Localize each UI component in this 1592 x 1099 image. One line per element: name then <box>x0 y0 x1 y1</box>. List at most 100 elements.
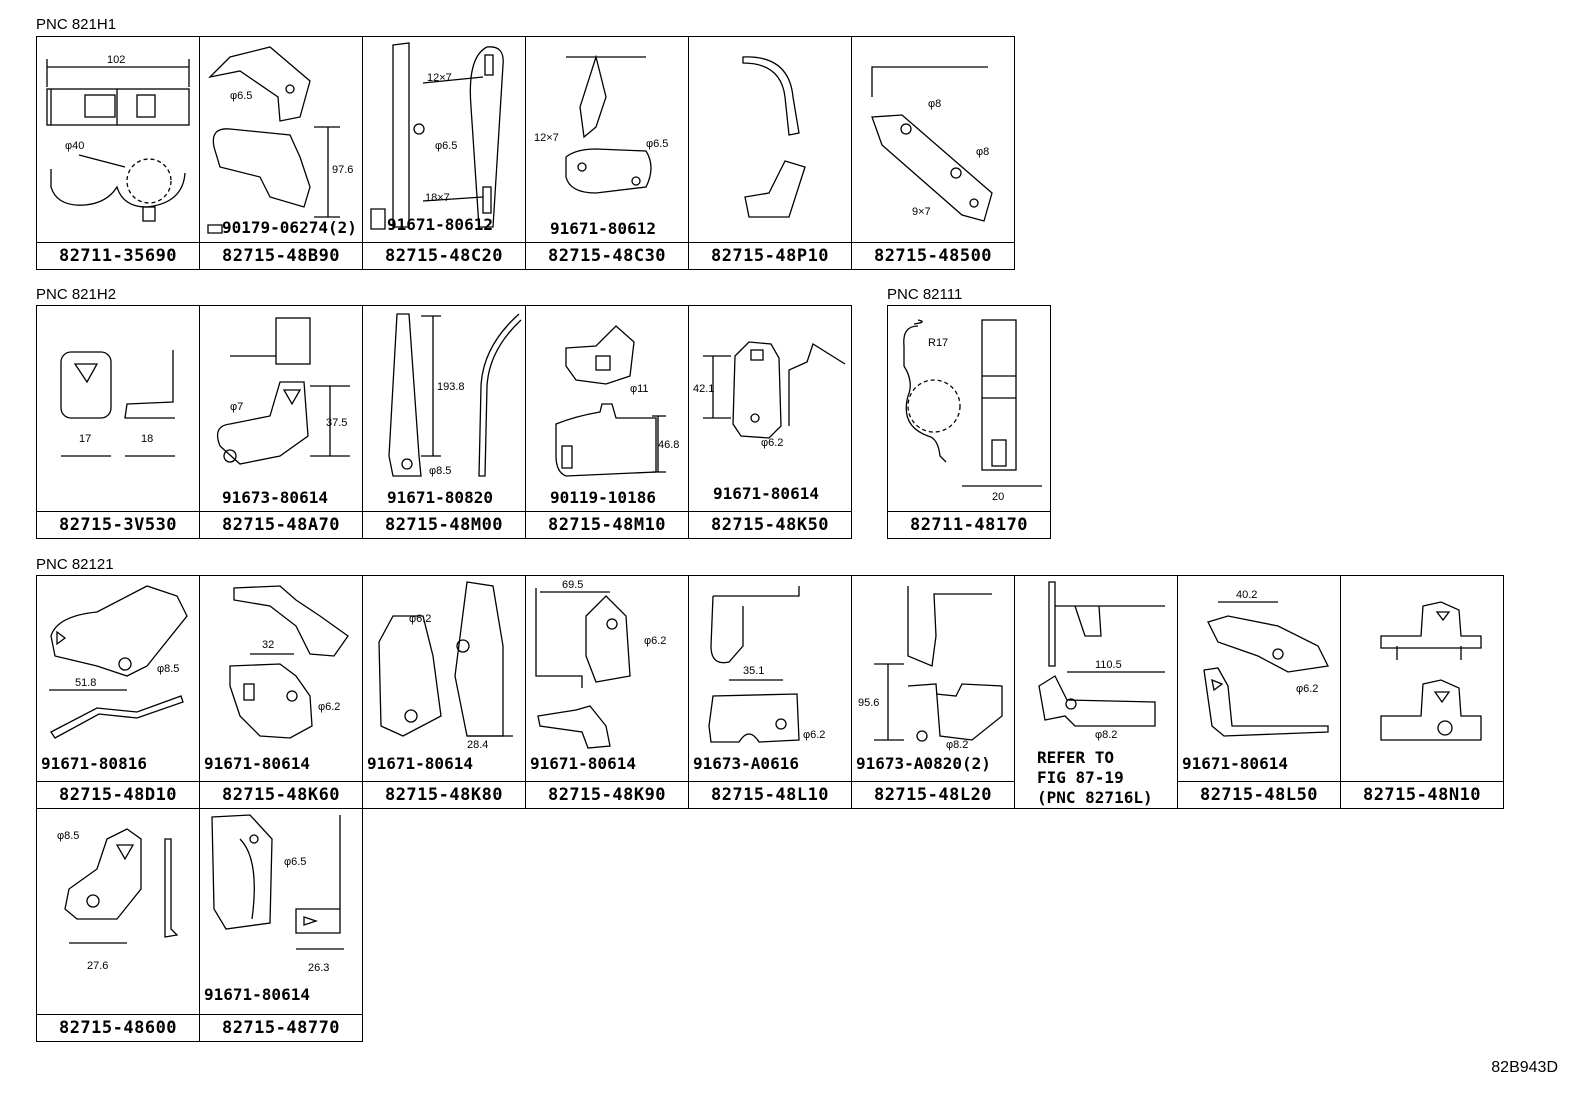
part-cell-82715-48k80[interactable]: φ6.2 28.4 91671-80614 82715-48K80 <box>362 575 526 809</box>
part-drawing <box>1380 601 1482 741</box>
part-drawing: φ6.2 28.4 <box>378 581 513 751</box>
part-number[interactable]: 82715-48C20 <box>363 242 525 269</box>
part-cell-82715-48k60[interactable]: 32 φ6.2 91671-80614 82715-48K60 <box>199 575 363 809</box>
dim-label: 40.2 <box>1236 589 1257 601</box>
part-number[interactable]: 82715-48L20 <box>852 781 1014 808</box>
fastener-number[interactable]: 91671-80614 <box>1182 754 1288 773</box>
part-number[interactable]: 82715-48770 <box>200 1014 362 1041</box>
dim-label: φ8.5 <box>57 830 79 842</box>
dim-label: 51.8 <box>75 677 96 689</box>
part-number[interactable]: 82715-48600 <box>37 1014 199 1041</box>
part-number[interactable]: 82715-48D10 <box>37 781 199 808</box>
part-drawing: φ7 37.5 <box>216 317 350 465</box>
part-drawing: φ11 46.8 <box>555 325 679 477</box>
fastener-number[interactable]: 91673-A0616 <box>693 754 799 773</box>
fastener-number[interactable]: 90179-06274(2) <box>222 218 357 237</box>
part-drawing: 42.1 φ6.2 <box>693 341 846 449</box>
part-cell-82715-48l10[interactable]: 35.1 φ6.2 91673-A0616 82715-48L10 <box>688 575 852 809</box>
part-number[interactable]: 82715-48C30 <box>526 242 688 269</box>
part-cell-82715-48l20[interactable]: 95.6 φ8.2 91673-A0820(2) 82715-48L20 <box>851 575 1015 809</box>
part-number[interactable]: 82715-48M10 <box>526 511 688 538</box>
part-number[interactable]: 82715-48N10 <box>1341 781 1503 808</box>
part-cell-82711-35690[interactable]: 102 φ40 82711-35690 <box>36 36 200 270</box>
part-cell-82715-48a70[interactable]: φ7 37.5 91673-80614 82715-48A70 <box>199 305 363 539</box>
fastener-number[interactable]: 91673-80614 <box>222 488 328 507</box>
dim-label: φ6.5 <box>230 90 252 102</box>
part-cell-82715-48d10[interactable]: 51.8 φ8.5 91671-80816 82715-48D10 <box>36 575 200 809</box>
part-cell-82715-48k50[interactable]: 42.1 φ6.2 91671-80614 82715-48K50 <box>688 305 852 539</box>
fastener-number[interactable]: 91671-80614 <box>204 754 310 773</box>
part-number[interactable]: 82715-3V530 <box>37 511 199 538</box>
part-drawing: φ8.5 27.6 <box>57 828 179 972</box>
dim-label: R17 <box>928 337 948 349</box>
part-drawing: 193.8 φ8.5 <box>388 313 522 477</box>
dim-label: φ11 <box>630 383 649 395</box>
part-number[interactable]: 82715-48K60 <box>200 781 362 808</box>
part-cell-82715-48n10[interactable]: 82715-48N10 <box>1340 575 1504 809</box>
part-drawing: 40.2 φ6.2 <box>1203 589 1329 737</box>
section-label-82121: PNC 82121 <box>36 556 114 573</box>
part-number[interactable]: 82711-48170 <box>888 511 1050 538</box>
refer-note[interactable]: REFER TO FIG 87-19 (PNC 82716L) <box>1037 748 1153 807</box>
fastener-number[interactable]: 91671-80614 <box>204 985 310 1004</box>
part-cell-82715-48500[interactable]: φ8 φ8 9×7 82715-48500 <box>851 36 1015 270</box>
dim-label: 110.5 <box>1095 659 1122 671</box>
dim-label: 18 <box>141 433 153 445</box>
dim-label: φ6.5 <box>435 140 457 152</box>
part-number[interactable]: 82711-35690 <box>37 242 199 269</box>
part-cell-82715-48c30[interactable]: 12×7 φ6.5 91671-80612 82715-48C30 <box>525 36 689 270</box>
fastener-number[interactable]: 91671-80614 <box>713 484 819 503</box>
fastener-number[interactable]: 90119-10186 <box>550 488 656 507</box>
part-drawing: R17 20 <box>903 319 1042 503</box>
part-number[interactable]: 82715-48K90 <box>526 781 688 808</box>
part-cell-82715-48600[interactable]: φ8.5 27.6 82715-48600 <box>36 808 200 1042</box>
part-cell-82715-48l50[interactable]: 40.2 φ6.2 91671-80614 82715-48L50 <box>1177 575 1341 809</box>
dim-label: 95.6 <box>858 697 879 709</box>
dim-label: φ40 <box>65 140 84 152</box>
fastener-number[interactable]: 91671-80612 <box>550 219 656 238</box>
part-number[interactable]: 82715-48K50 <box>689 511 851 538</box>
dim-label: 32 <box>262 639 274 651</box>
dim-label: φ8.2 <box>946 739 968 751</box>
dim-label: 102 <box>107 54 125 66</box>
section-label-82111: PNC 82111 <box>887 286 963 303</box>
part-drawing: 35.1 φ6.2 <box>708 586 825 743</box>
part-cell-82715-48p10[interactable]: 82715-48P10 <box>688 36 852 270</box>
part-number[interactable]: 82715-48L10 <box>689 781 851 808</box>
dim-label: φ6.2 <box>409 613 431 625</box>
part-cell-82715-48b90[interactable]: φ6.5 97.6 90179-06274(2) 82715-48B90 <box>199 36 363 270</box>
dim-label: φ6.2 <box>644 635 666 647</box>
part-number[interactable]: 82715-48500 <box>852 242 1014 269</box>
dim-label: 12×7 <box>427 72 452 84</box>
dim-label: 27.6 <box>87 960 108 972</box>
part-cell-82711-48170[interactable]: R17 20 82711-48170 <box>887 305 1051 539</box>
part-cell-82715-48m00[interactable]: 193.8 φ8.5 91671-80820 82715-48M00 <box>362 305 526 539</box>
dim-label: 9×7 <box>912 206 931 218</box>
dim-label: 193.8 <box>437 381 465 393</box>
fastener-number[interactable]: 91671-80614 <box>367 754 473 773</box>
part-drawing: 12×7 φ6.5 <box>534 54 668 194</box>
part-cell-82715-48c20[interactable]: 12×7 φ6.5 18×7 91671-80612 82715-48C20 <box>362 36 526 270</box>
dim-label: φ8 <box>928 98 941 110</box>
part-cell-82715-48m10[interactable]: φ11 46.8 90119-10186 82715-48M10 <box>525 305 689 539</box>
part-drawing: φ6.5 26.3 <box>211 814 344 974</box>
part-number[interactable]: 82715-48B90 <box>200 242 362 269</box>
fastener-number[interactable]: 91671-80614 <box>530 754 636 773</box>
part-number[interactable]: 82715-48M00 <box>363 511 525 538</box>
dim-label: 26.3 <box>308 962 329 974</box>
part-number[interactable]: 82715-48P10 <box>689 242 851 269</box>
fastener-number[interactable]: 91671-80816 <box>41 754 147 773</box>
part-drawing: 32 φ6.2 <box>229 585 349 739</box>
part-cell-82715-3v530[interactable]: 17 18 82715-3V530 <box>36 305 200 539</box>
refer-cell-82716l[interactable]: 110.5 φ8.2 REFER TO FIG 87-19 (PNC 82716… <box>1014 575 1178 809</box>
dim-label: φ6.2 <box>803 729 825 741</box>
part-drawing <box>742 56 806 218</box>
part-cell-82715-48770[interactable]: φ6.5 26.3 91671-80614 82715-48770 <box>199 808 363 1042</box>
fastener-number[interactable]: 91673-A0820(2) <box>856 754 991 773</box>
part-number[interactable]: 82715-48K80 <box>363 781 525 808</box>
part-number[interactable]: 82715-48L50 <box>1178 781 1340 808</box>
part-cell-82715-48k90[interactable]: 69.5 φ6.2 91671-80614 82715-48K90 <box>525 575 689 809</box>
part-number[interactable]: 82715-48A70 <box>200 511 362 538</box>
fastener-number[interactable]: 91671-80612 <box>387 215 493 234</box>
fastener-number[interactable]: 91671-80820 <box>387 488 493 507</box>
